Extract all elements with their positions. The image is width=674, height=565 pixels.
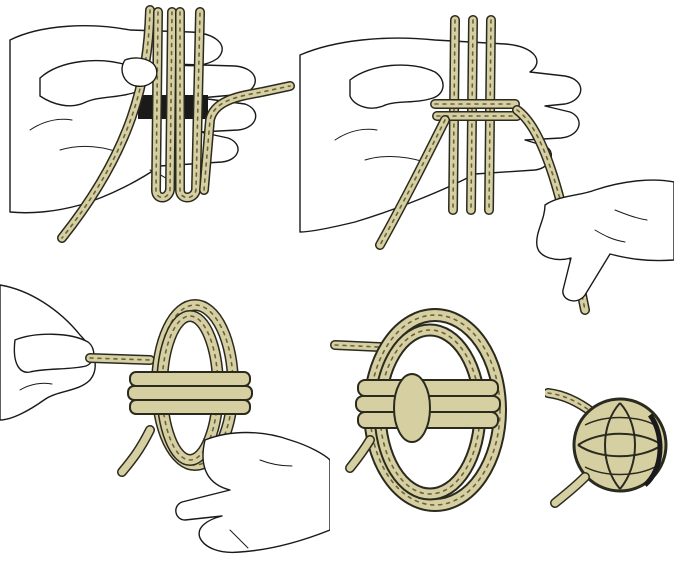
step-2-horizontal-wraps <box>295 0 674 320</box>
step-3-illustration <box>0 280 330 565</box>
step-3-through-wraps <box>0 280 330 565</box>
step-1-vertical-wraps <box>0 0 300 260</box>
step-1-illustration <box>0 0 300 260</box>
rope-icon <box>335 315 500 505</box>
step-5-finished-knot <box>545 385 674 510</box>
step-2-illustration <box>295 0 674 320</box>
step-4-tightening <box>330 300 540 565</box>
left-hand-icon <box>0 285 95 420</box>
thumb-icon <box>122 58 157 86</box>
step-4-illustration <box>330 300 540 565</box>
monkey-fist-knot-icon <box>545 385 674 510</box>
